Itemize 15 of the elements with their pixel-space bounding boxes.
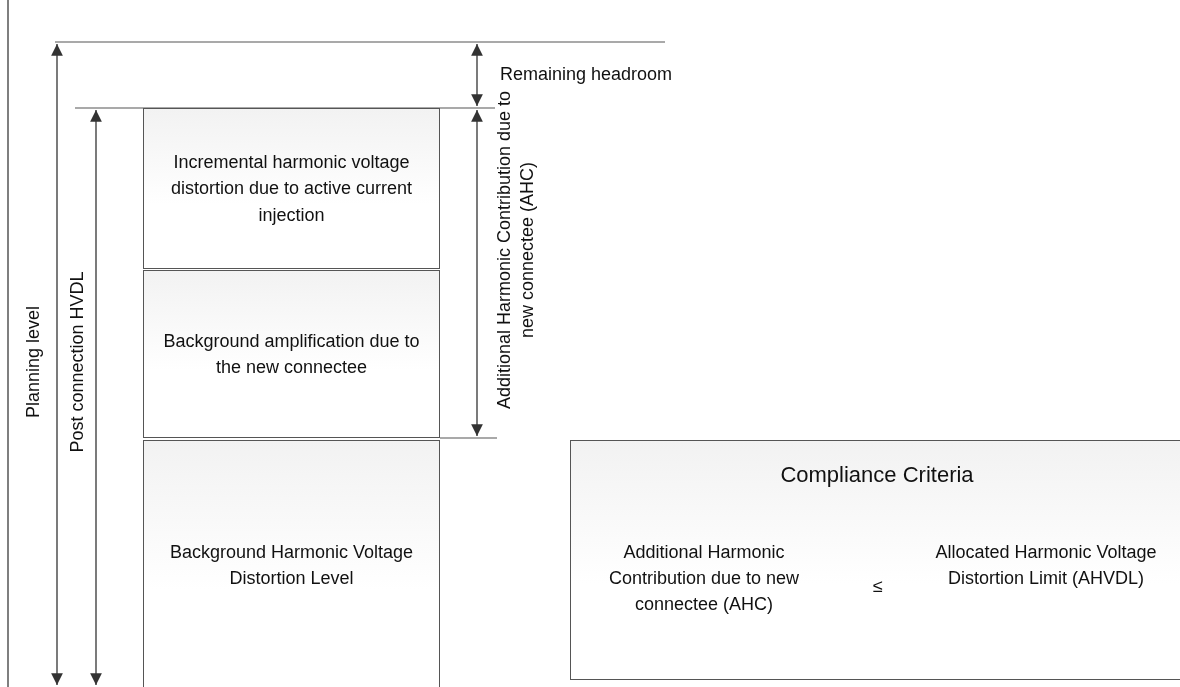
criteria-panel [570,440,1180,680]
criteria-text: Allocated Harmonic Voltage Distortion Limit (AHVDL) [934,541,1158,591]
block-text: Incremental harmonic voltage distortion due to active current injection [169,151,414,227]
level-block [143,270,440,438]
dimension-label: Planning level [22,304,44,421]
criteria-heading: Compliance Criteria [779,461,975,489]
dimension-label: Post connection HVDL [66,270,88,455]
block-text: Background amplification due to the new connectee [162,329,421,379]
dimension-label: Remaining headroom [500,64,673,85]
block-text: Background Harmonic Voltage Distortion Level [168,540,415,590]
criteria-text: Additional Harmonic Contribution due to new connectee (AHC) [607,541,801,617]
level-block [143,440,440,687]
less-equal-sign: ≤ [872,575,884,598]
dimension-label: Additional Harmonic Contribution due to new connectee (AHC) [493,89,539,412]
level-block [143,108,440,269]
